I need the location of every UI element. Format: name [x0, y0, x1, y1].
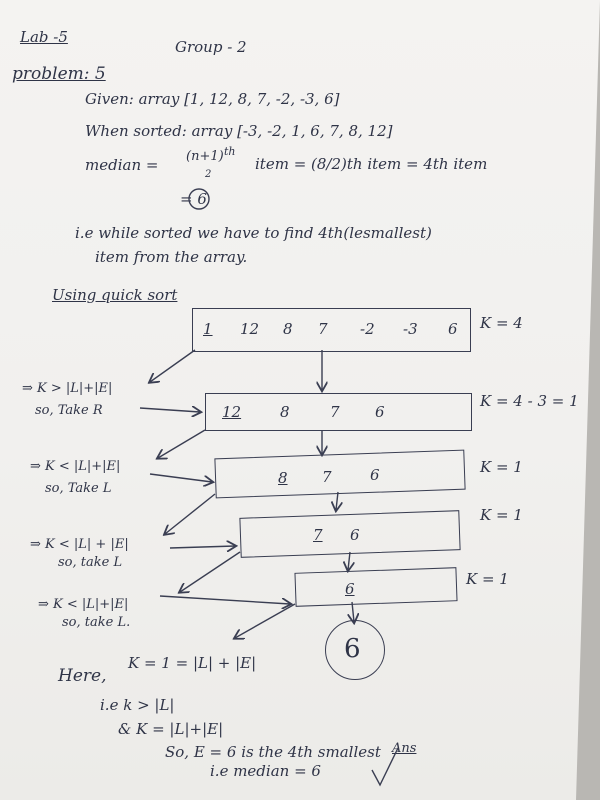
- arrow-diag-4: [180, 551, 241, 592]
- arrow-down-5: [352, 601, 354, 622]
- conclusion-so: So, E = 6 is the 4th smallest: [165, 743, 381, 761]
- median-fraction-sup: th: [224, 145, 236, 158]
- row4-k: K = 1: [480, 506, 523, 524]
- conclusion-median: i.e median = 6: [210, 762, 321, 780]
- median-label: median =: [85, 156, 159, 174]
- row5-k: K = 1: [466, 570, 509, 588]
- row1-item: -3: [403, 320, 418, 338]
- row1-k: K = 4: [480, 314, 523, 332]
- checkmark: [371, 747, 399, 787]
- row3-item: 6: [370, 466, 380, 484]
- partition-box-1: [192, 308, 471, 352]
- row2-k: K = 4 - 3 = 1: [480, 392, 579, 410]
- row1-item: 1: [203, 320, 213, 338]
- take-3: so, take L: [58, 555, 123, 570]
- row3-item: 8: [278, 469, 288, 487]
- arrow-take-4: [159, 595, 290, 604]
- row2-item: 6: [375, 403, 385, 421]
- row4-item: 7: [313, 526, 323, 544]
- median-fraction-numerator: (n+1): [186, 149, 224, 164]
- row3-item: 7: [322, 468, 332, 486]
- take-2: so, Take L: [45, 481, 112, 496]
- row5-item: 6: [345, 580, 355, 598]
- ie-line-2: item from the array.: [95, 248, 248, 266]
- row2-item: 7: [330, 403, 340, 421]
- row4-item: 6: [350, 526, 360, 544]
- row1-item: 6: [448, 320, 458, 338]
- arrow-take-2: [149, 473, 212, 482]
- arrow-take-1: [139, 408, 200, 412]
- row3-k: K = 1: [480, 458, 523, 476]
- conclusion-and: & K = |L|+|E|: [118, 720, 224, 738]
- median-expression: item = (8/2)th item = 4th item: [255, 155, 488, 173]
- arrow-diag-5: [235, 603, 296, 638]
- row2-item: 12: [222, 403, 242, 421]
- conclusion-ie: i.e k > |L|: [100, 696, 175, 714]
- row1-item: 12: [240, 320, 260, 338]
- row1-item: -2: [360, 320, 375, 338]
- row1-item: 7: [318, 320, 328, 338]
- take-4: so, take L.: [62, 615, 131, 630]
- equals-six: = 6: [180, 190, 207, 208]
- take-1: so, Take R: [35, 403, 103, 418]
- problem-heading: problem: 5: [12, 64, 106, 84]
- arrow-diag-1: [150, 349, 196, 382]
- condition-4: ⇒ K < |L|+|E|: [38, 597, 129, 612]
- median-fraction-denominator: 2: [205, 169, 212, 180]
- arrow-diag-2: [158, 429, 206, 458]
- conclusion-here: Here,: [58, 666, 107, 686]
- six-circle: [188, 188, 210, 210]
- condition-2: ⇒ K < |L|+|E|: [30, 459, 121, 474]
- condition-3: ⇒ K < |L| + |E|: [30, 537, 129, 552]
- result-value: 6: [344, 634, 361, 664]
- given-line: Given: array [1, 12, 8, 7, -2, -3, 6]: [85, 90, 340, 108]
- arrow-take-3: [169, 546, 235, 548]
- arrow-diag-3: [165, 493, 216, 534]
- arrow-down-4: [348, 551, 350, 570]
- lab-label: Lab -5: [20, 28, 68, 46]
- conclusion-k-equation: K = 1 = |L| + |E|: [128, 654, 257, 672]
- group-label: Group - 2: [175, 38, 247, 56]
- answer-mark: Ans: [392, 741, 417, 756]
- condition-1: ⇒ K > |L|+|E|: [22, 381, 113, 396]
- quicksort-heading: Using quick sort: [52, 286, 178, 304]
- sorted-line: When sorted: array [-3, -2, 1, 6, 7, 8, …: [85, 122, 393, 140]
- row2-item: 8: [280, 403, 290, 421]
- ie-line-1: i.e while sorted we have to find 4th(les…: [75, 224, 432, 242]
- partition-box-2: [205, 393, 472, 431]
- row1-item: 8: [283, 320, 293, 338]
- arrow-down-3: [336, 491, 338, 510]
